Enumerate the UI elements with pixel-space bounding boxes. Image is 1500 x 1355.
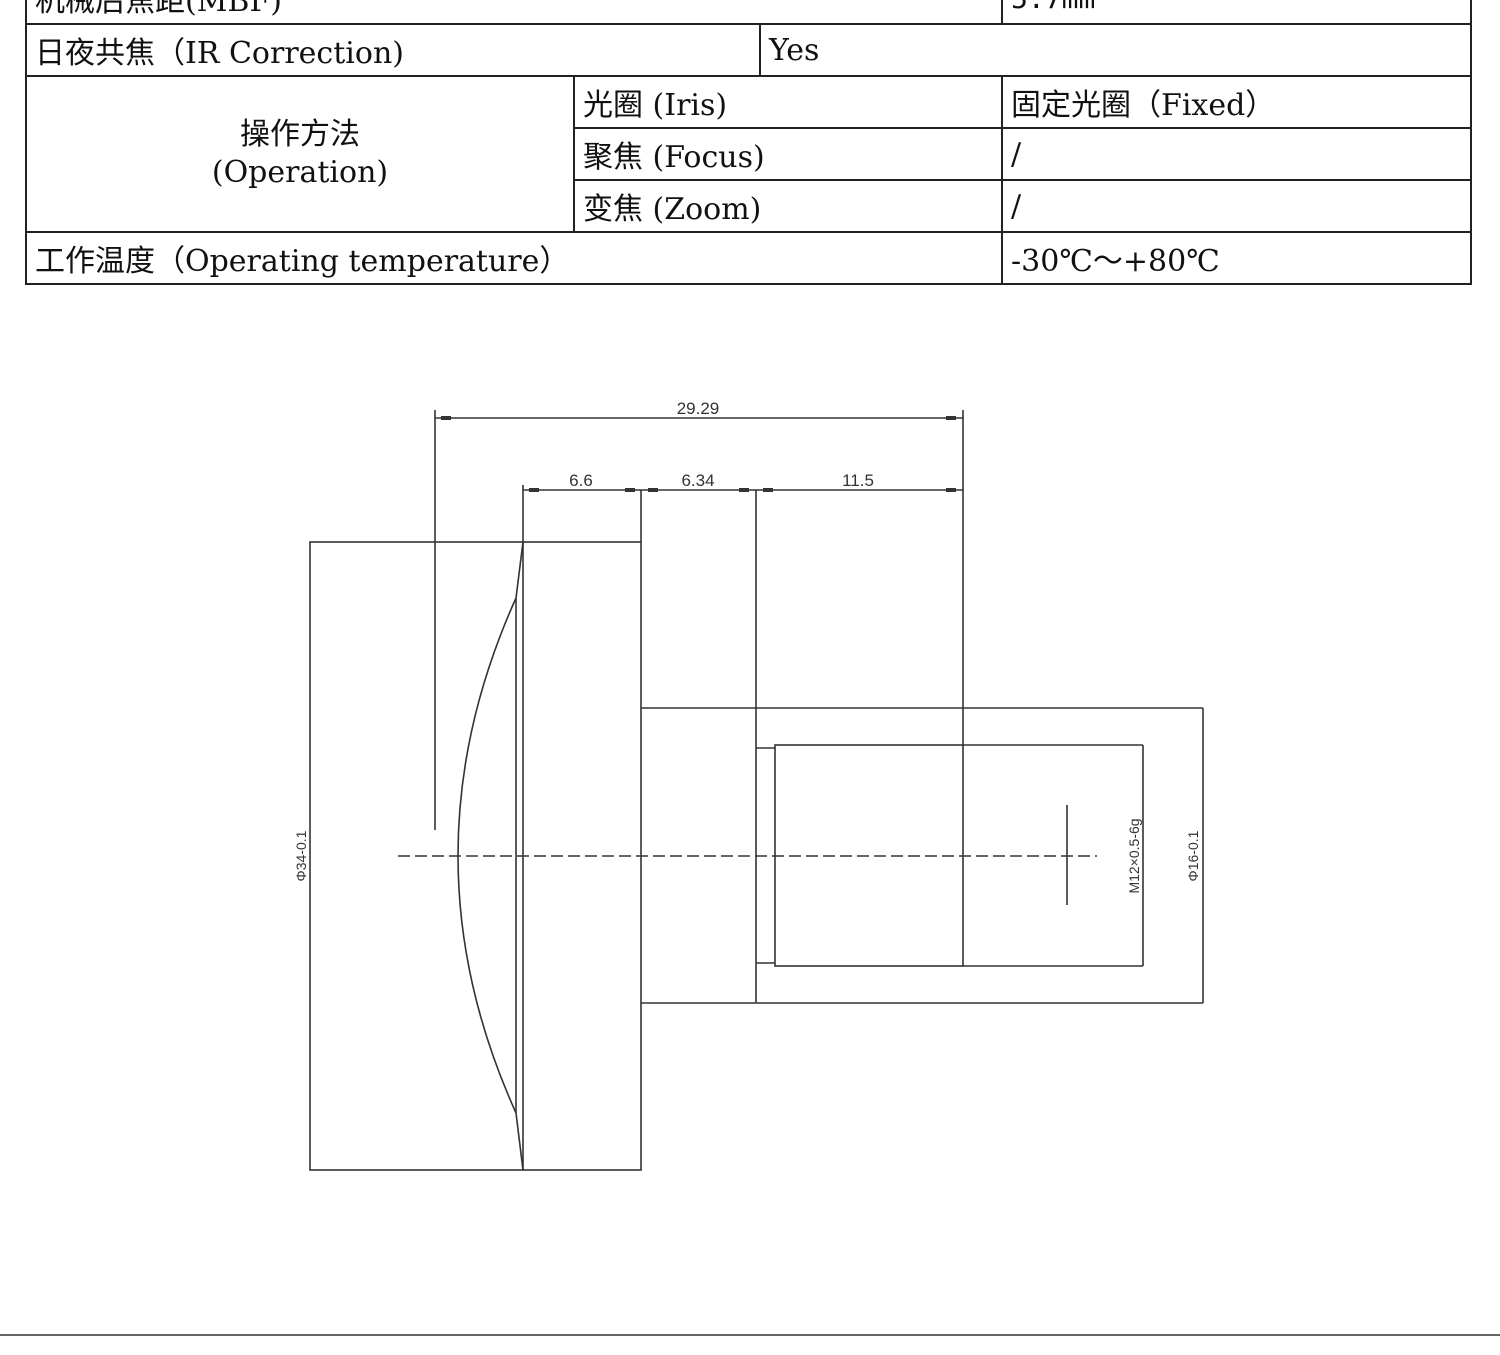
focus-label: 聚焦 (Focus) (572, 127, 1004, 181)
zoom-label: 变焦 (Zoom) (572, 179, 1004, 233)
table-row-ir: 日夜共焦（IR Correction) Yes (25, 23, 1473, 77)
zoom-value: / (1001, 179, 1473, 233)
lens-outline (309, 410, 1204, 1171)
temperature-label: 工作温度（Operating temperature） (24, 231, 1004, 285)
dim-rear-diameter: Φ16-0.1 (1185, 830, 1201, 881)
operation-label-cn: 操作方法 (240, 117, 360, 152)
focus-value: / (1001, 127, 1473, 181)
page-bottom-divider (0, 1334, 1500, 1336)
iris-value: 固定光圈（Fixed） (1001, 75, 1473, 129)
table-row-zoom: 变焦 (Zoom) / (26, 179, 1473, 233)
dimension-arrows (441, 416, 956, 492)
mbf-label: 机械后焦距(MBF) (24, 0, 1004, 25)
operation-label: 操作方法 (Operation) (25, 75, 575, 233)
dim-middle: 6.34 (681, 471, 714, 490)
temperature-value: -30℃～+80℃ (1001, 231, 1473, 285)
ir-value: Yes (758, 23, 1473, 77)
table-row-iris: 操作方法 (Operation) 光圈 (Iris) 固定光圈（Fixed） (25, 75, 1473, 233)
table-row-mbf: 机械后焦距(MBF) 5.7mm (24, 0, 1473, 25)
iris-label: 光圈 (Iris) (572, 75, 1004, 129)
dim-front: 6.6 (569, 471, 593, 490)
ir-label: 日夜共焦（IR Correction) (25, 23, 761, 77)
spec-table: 机械后焦距(MBF) 5.7mm 日夜共焦（IR Correction) Yes… (24, 0, 1473, 285)
table-row-focus: 聚焦 (Focus) / (26, 127, 1473, 181)
dim-rear: 11.5 (842, 471, 874, 490)
dim-thread: M12×0.5-6g (1126, 818, 1142, 893)
dim-front-diameter: Φ34-0.1 (293, 830, 309, 881)
operation-label-en: (Operation) (211, 155, 389, 190)
dim-total-length: 29.29 (677, 399, 720, 418)
mbf-value: 5.7mm (1001, 0, 1473, 25)
table-row-temperature: 工作温度（Operating temperature） -30℃～+80℃ (24, 231, 1473, 285)
